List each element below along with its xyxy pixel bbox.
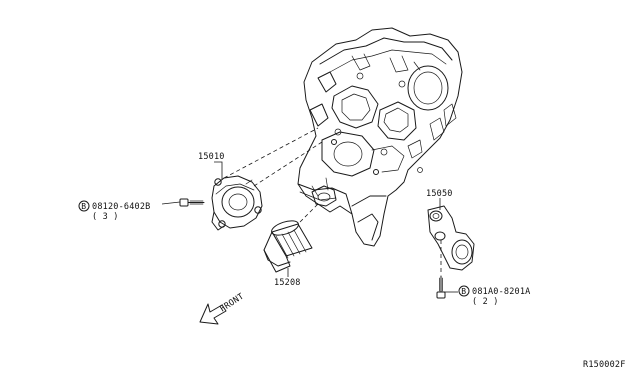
engine-block — [297, 27, 463, 247]
oil-cooler-connector — [427, 205, 475, 271]
pump-bolt-part — [179, 198, 205, 207]
front-arrow: FRONT — [199, 292, 246, 325]
oil-pump — [211, 175, 263, 231]
connector-bolt-number: 081A0-8201A — [472, 287, 531, 297]
part-number-connector: 15050 — [426, 189, 453, 199]
pump-bolt-number: 08120-6402B — [92, 202, 151, 212]
diagram-id: R150002F — [583, 360, 626, 370]
connector-bolt-part — [436, 275, 446, 299]
connector-bolt-qty: ( 2 ) — [472, 297, 499, 307]
part-number-oil-filter: 15208 — [274, 278, 301, 288]
front-arrow-icon — [199, 303, 227, 325]
front-label: FRONT — [218, 292, 246, 315]
oil-filter — [263, 220, 313, 273]
bolt-symbol-circle — [78, 200, 90, 212]
pump-bolt-qty: ( 3 ) — [92, 212, 119, 222]
assembly-lines — [223, 127, 442, 272]
leader-lines — [161, 161, 458, 293]
connector-bolt-callout: B 081A0-8201A ( 2 ) — [458, 285, 531, 307]
part-number-oil-pump: 15010 — [198, 152, 225, 162]
connector-bolt-symbol: B — [461, 287, 466, 296]
bolt-symbol-circle — [458, 285, 470, 297]
pump-bolt-symbol: B — [81, 202, 86, 211]
pump-bolt-callout: B 08120-6402B ( 3 ) — [78, 200, 151, 222]
